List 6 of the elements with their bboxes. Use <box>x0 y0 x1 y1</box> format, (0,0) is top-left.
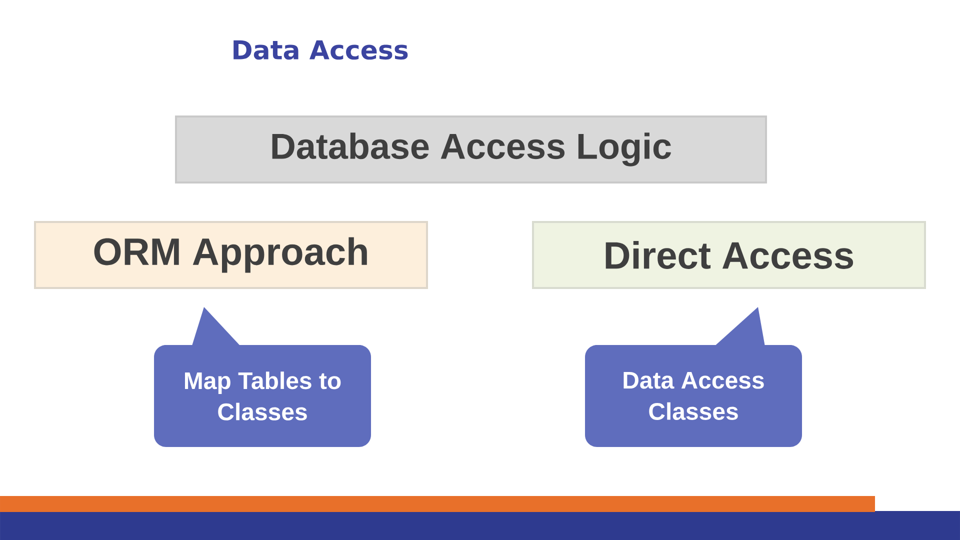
heading-box: Database Access Logic <box>175 116 767 184</box>
slide-title: Data Access <box>234 40 408 60</box>
speech-callout: Data Access Classes <box>585 307 802 447</box>
speech-callout: Map Tables to Classes <box>154 307 371 447</box>
process-box: ORM Approach <box>34 221 428 289</box>
process-box: Direct Access <box>532 221 926 289</box>
